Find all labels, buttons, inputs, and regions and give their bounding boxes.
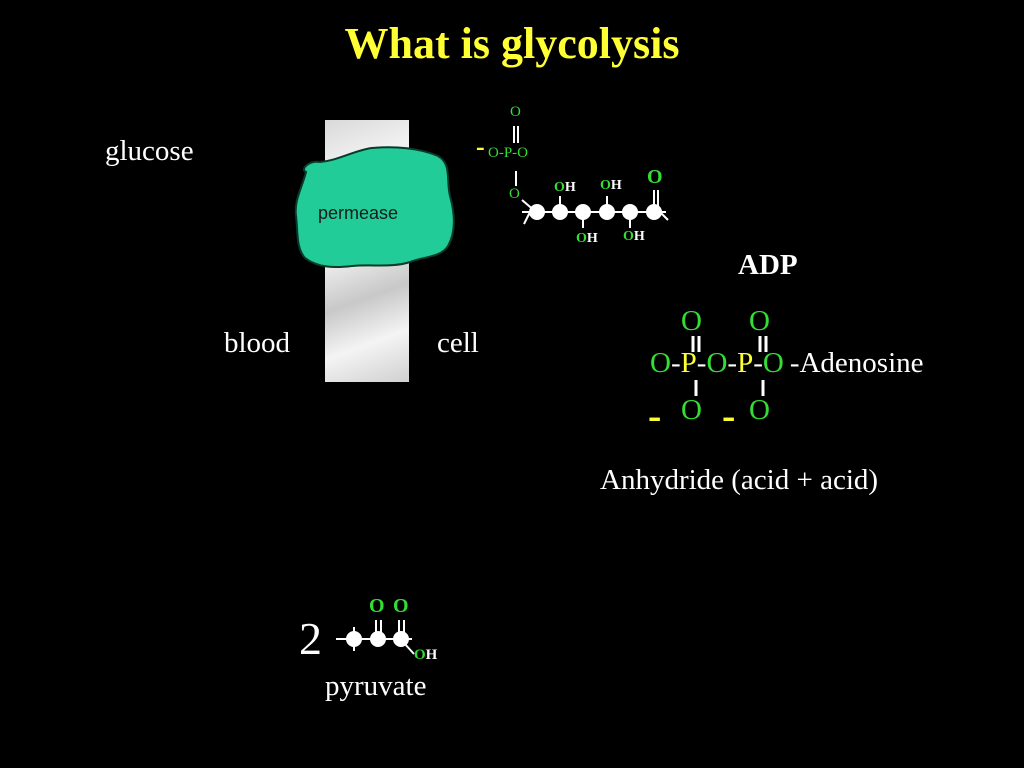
permease-label: permease [318, 203, 399, 223]
carbon-atom [599, 204, 615, 220]
carbon-atom [529, 204, 545, 220]
adp-charge-2: - [722, 393, 736, 438]
g6p-hydroxyl: OH [576, 231, 598, 246]
pyruvate-oxygen-1: O [369, 595, 385, 617]
pyruvate-hydroxyl: OH [414, 647, 438, 663]
slide-title: What is glycolysis [344, 19, 680, 68]
carbon-atom [370, 631, 386, 647]
adp-bonds [691, 336, 768, 396]
carbon-atom [622, 204, 638, 220]
glucose-label: glucose [105, 135, 194, 167]
g6p-hydroxyl: OH [623, 229, 645, 244]
permease-protein [294, 146, 455, 268]
adp-top-oxygen-1: O [681, 305, 702, 337]
pyruvate-skeleton [336, 620, 415, 655]
g6p-aldehyde-oxygen: O [647, 166, 663, 188]
carbon-atom [393, 631, 409, 647]
g6p-top-oxygen: O [510, 104, 521, 120]
pyruvate-label: pyruvate [325, 670, 427, 702]
glucose6p-skeleton [513, 126, 669, 228]
carbon-atom [552, 204, 568, 220]
adp-top-oxygen-2: O [749, 305, 770, 337]
pyruvate-coefficient: 2 [299, 613, 322, 664]
carbon-atom [646, 204, 662, 220]
adp-charge-1: - [648, 393, 662, 438]
pyruvate-oxygen-2: O [393, 595, 409, 617]
adp-bottom-oxygen-2: O [749, 394, 770, 426]
adp-phosphate-chain: O-P-O-P-O-Adenosine [650, 347, 924, 379]
g6p-charge: - [476, 132, 485, 161]
cell-label: cell [437, 327, 479, 359]
blood-label: blood [224, 327, 291, 359]
adp-bottom-oxygen-1: O [681, 394, 702, 426]
g6p-hydroxyl: OH [600, 178, 622, 193]
g6p-phosphate-chain: O-P-O [488, 145, 528, 161]
carbon-atom [346, 631, 362, 647]
anhydride-caption: Anhydride (acid + acid) [600, 464, 879, 496]
g6p-ester-oxygen: O [509, 186, 520, 202]
carbon-atom [575, 204, 591, 220]
g6p-hydroxyl: OH [554, 180, 576, 195]
adp-title: ADP [738, 249, 798, 281]
